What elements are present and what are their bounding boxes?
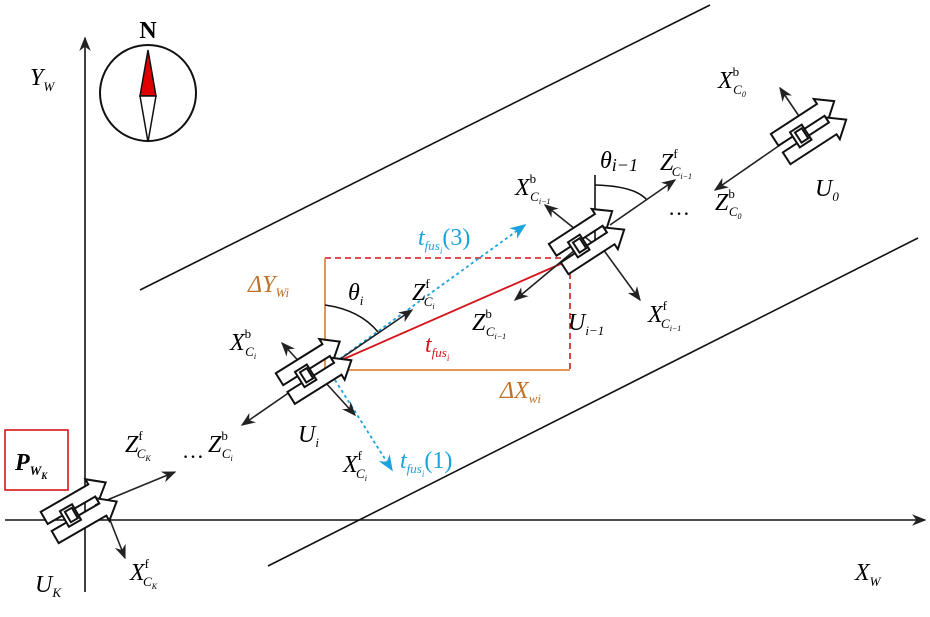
vehicle-u0-icon xyxy=(766,89,855,171)
theta-i-arc xyxy=(324,304,379,333)
delta-y-label: ΔYWi xyxy=(247,272,290,300)
pose-label: PWK xyxy=(14,450,48,481)
vehicle-uk-label: UK xyxy=(35,572,62,600)
vehicle-u0-label: U0 xyxy=(815,176,839,204)
theta-i1-arc xyxy=(594,184,648,201)
compass-icon: N xyxy=(99,18,197,143)
vehicle-ui-label: Ui xyxy=(298,422,319,450)
frame-arrows xyxy=(94,86,806,560)
t-fus3-label: tfusi(3) xyxy=(418,225,470,256)
t-fus1-label: tfusi(1) xyxy=(400,448,452,479)
vehicle-ui1-label: Ui−1 xyxy=(568,310,604,338)
theta-i1-label: θi−1 xyxy=(600,148,638,175)
ellipsis-2: … xyxy=(668,195,690,220)
t-fus-label: tfusi xyxy=(425,332,450,363)
t-fus3-arrow xyxy=(329,224,527,367)
vehicle-uk-icon xyxy=(36,470,125,550)
delta-x-label: ΔXwi xyxy=(499,378,541,406)
pose-box xyxy=(4,429,69,491)
lane-boundary-lower xyxy=(267,237,919,567)
lane-boundary-upper xyxy=(139,4,711,291)
ellipsis-1: … xyxy=(182,438,204,463)
t-fus-line xyxy=(329,261,566,366)
compass-north-label: N xyxy=(139,18,157,44)
y-axis-label: YW xyxy=(30,65,55,94)
theta-i-label: θi xyxy=(348,280,364,308)
x-axis-label: XW xyxy=(854,560,882,589)
